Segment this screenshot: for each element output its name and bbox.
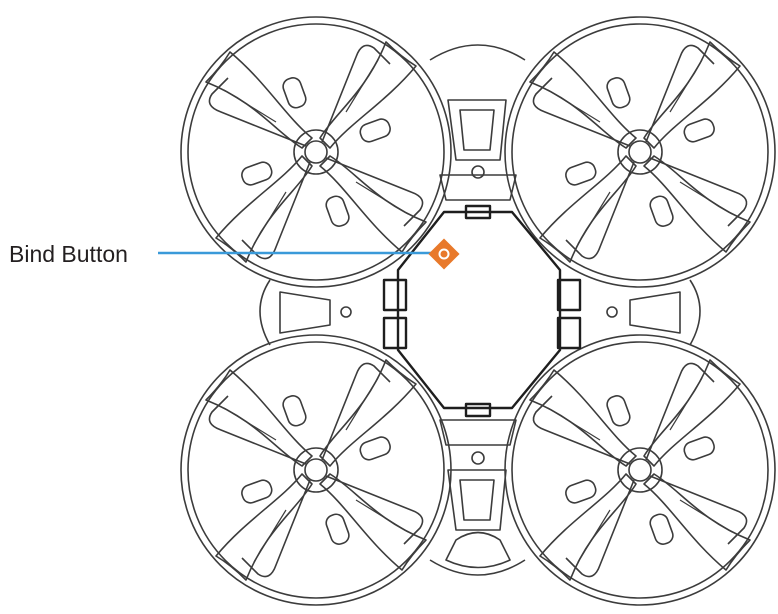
prop-guard-rear-right bbox=[504, 334, 776, 606]
prop-guard-rear-left bbox=[180, 334, 452, 606]
prop-guard-front-left bbox=[180, 16, 452, 288]
bind-button-icon[interactable] bbox=[428, 238, 460, 270]
prop-guard-front-right bbox=[504, 16, 776, 288]
bind-button-label: Bind Button bbox=[9, 241, 128, 267]
center-frame bbox=[382, 204, 582, 418]
frame-outline bbox=[259, 44, 701, 576]
